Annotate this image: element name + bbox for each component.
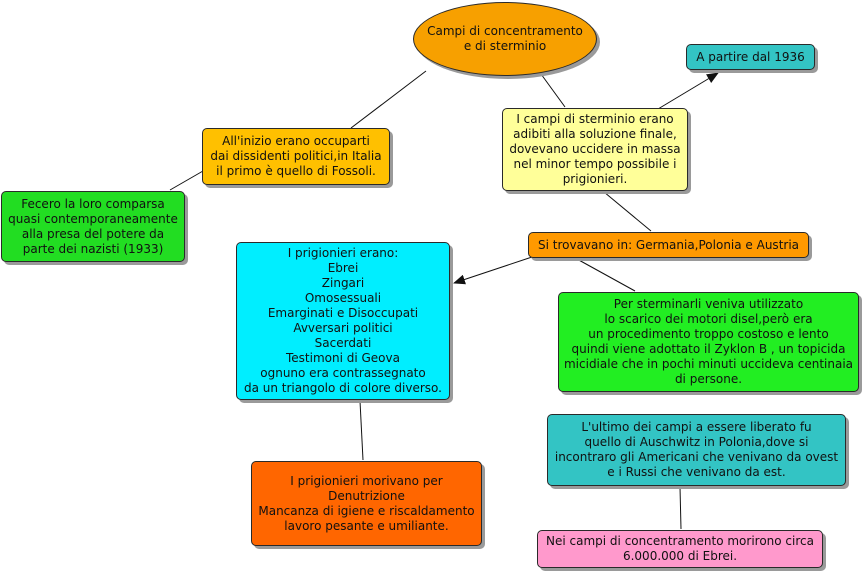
node-prigionieri: I prigionieri erano: Ebrei Zingari Omose… [236,242,450,400]
node-inizio: All'inizio erano occuparti dai dissident… [202,128,390,185]
line-trovavano-to-sterminarli [576,258,636,292]
node-morivano: I prigionieri morivano per Denutrizione … [251,461,482,546]
arrow-trovavano-to-prigionieri [453,256,533,285]
line-sterminio-to-trovavano [603,191,652,232]
node-sterminio: I campi di sterminio erano adibiti alla … [502,108,688,191]
line-ultimo-to-morirono [679,486,682,530]
node-apartire: A partire dal 1936 [686,44,815,70]
node-sterminarli-text: Per sterminarli veniva utilizzato lo sca… [563,297,854,386]
node-fecero: Fecero la loro comparsa quasi contempora… [1,191,185,262]
line-inizio-to-fecero [169,170,204,191]
node-morirono-text: Nei campi di concentramento morirono cir… [546,534,814,563]
node-trovavano-text: Si trovavano in: Germania,Polonia e Aust… [537,237,800,252]
node-sterminio-text: I campi di sterminio erano adibiti alla … [509,112,681,186]
line-prigionieri-to-morivano [359,400,364,461]
node-ultimo: L'ultimo dei campi a essere liberato fu … [547,414,846,486]
node-apartire-text: A partire dal 1936 [696,49,805,64]
node-inizio-text: All'inizio erano occuparti dai dissident… [210,134,382,178]
node-ultimo-text: L'ultimo dei campi a essere liberato fu … [554,420,839,479]
title-node: Campi di concentramento e di sterminio [413,2,597,76]
node-fecero-text: Fecero la loro comparsa quasi contempora… [8,196,178,256]
arrow-sterminio-to-apartire [657,72,719,110]
node-morirono: Nei campi di concentramento morirono cir… [537,530,823,568]
node-sterminarli: Per sterminarli veniva utilizzato lo sca… [558,292,859,392]
title-text: Campi di concentramento e di sterminio [427,24,583,53]
node-trovavano: Si trovavano in: Germania,Polonia e Aust… [528,232,809,258]
line-title-to-sterminio [540,73,566,108]
line-title-to-inizio [350,70,427,129]
node-morivano-text: I prigionieri morivano per Denutrizione … [258,473,475,533]
node-prigionieri-text: I prigionieri erano: Ebrei Zingari Omose… [243,246,442,395]
